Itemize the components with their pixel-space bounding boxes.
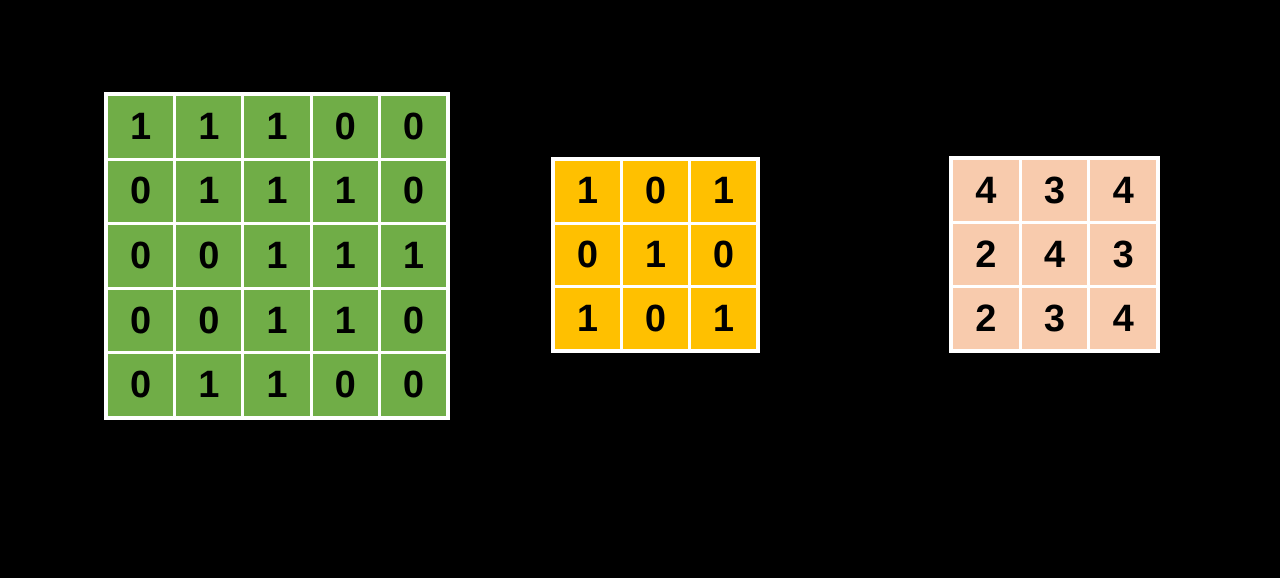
matrix-cell: 1	[244, 160, 310, 223]
matrix-cell: 0	[108, 160, 174, 223]
matrix-cell: 0	[380, 354, 446, 416]
matrix-cell: 3	[1090, 224, 1156, 285]
matrix-cell: 1	[176, 160, 242, 223]
matrix-cell: 0	[176, 289, 242, 352]
matrix-cell: 1	[312, 225, 378, 287]
matrix-cell: 3	[1021, 160, 1088, 221]
matrix-cell: 2	[953, 224, 1019, 285]
matrix-cell: 1	[312, 160, 378, 223]
matrix-cell: 1	[108, 96, 174, 158]
matrix-cell: 1	[244, 289, 310, 352]
matrix-cell: 1	[623, 224, 688, 286]
matrix-cell: 0	[691, 224, 756, 286]
matrix-cell: 0	[380, 289, 446, 352]
matrix-cell: 0	[623, 161, 688, 222]
matrix-cell: 2	[953, 288, 1019, 349]
matrix-cell: 4	[953, 160, 1019, 221]
matrix-cell: 1	[176, 96, 242, 158]
matrix-cell: 0	[312, 354, 378, 416]
matrix-cell: 1	[691, 161, 756, 222]
matrix-cell: 0	[108, 225, 174, 287]
matrix-cell: 0	[380, 96, 446, 158]
matrix-cell: 0	[108, 289, 174, 352]
matrix-cell: 0	[555, 224, 620, 286]
matrix-cell: 0	[380, 160, 446, 223]
matrix-cell: 1	[555, 288, 620, 349]
matrix-cell: 4	[1021, 224, 1088, 285]
matrix-cell: 0	[176, 225, 242, 287]
matrix-cell: 4	[1090, 160, 1156, 221]
matrix-cell: 1	[380, 225, 446, 287]
matrix-cell: 0	[312, 96, 378, 158]
matrix-cell: 1	[312, 289, 378, 352]
matrix-cell: 1	[691, 288, 756, 349]
matrix-cell: 1	[244, 354, 310, 416]
matrix-cell: 0	[623, 288, 688, 349]
matrix-cell: 0	[108, 354, 174, 416]
matrix-cell: 1	[244, 225, 310, 287]
matrix-cell: 4	[1090, 288, 1156, 349]
matrix-cell: 1	[555, 161, 620, 222]
matrix-cell: 1	[244, 96, 310, 158]
matrix-cell: 3	[1021, 288, 1088, 349]
matrix-cell: 1	[176, 354, 242, 416]
